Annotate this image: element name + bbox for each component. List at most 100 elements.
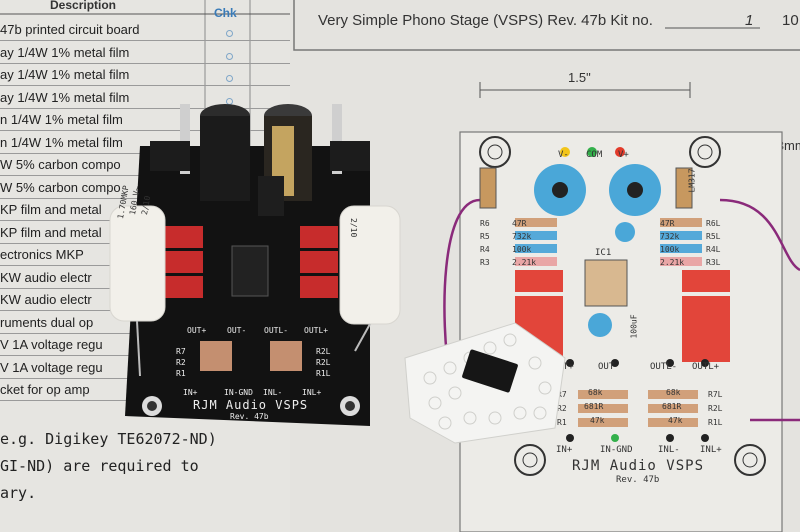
res-ref-right-0: R6L (706, 219, 721, 228)
pcb-res-1: R2 (176, 358, 186, 367)
drw-res-val-r1: 681R (662, 402, 682, 411)
pcb-out-2: OUTL- (264, 326, 289, 335)
res-ref-right-3: R3L (706, 258, 721, 267)
kit-total: 10 (782, 12, 799, 29)
drw-res-ref-l1: R2 (557, 404, 567, 413)
reg-label: LM317 (687, 168, 697, 193)
mount-hole-icon (479, 136, 511, 168)
drw-in-2: INL- (658, 445, 680, 455)
dimension-label: 1.5" (568, 70, 591, 85)
parts-row-text: ay 1/4W 1% metal film (0, 67, 130, 82)
led-green-icon (587, 147, 597, 157)
parts-row-divider (0, 40, 300, 41)
res-ref-left-1: R5 (480, 232, 490, 241)
parts-row-text: W 5% carbon compo (0, 179, 121, 195)
drw-res-ref-l0: R7 (557, 390, 567, 399)
parts-row-text: ay 1/4W 1% metal film (0, 89, 130, 105)
pcb-res-r2: R1L (316, 369, 331, 378)
res-ref-left-0: R6 (480, 219, 490, 228)
res-val-left-1: 732k (512, 232, 532, 241)
parts-row-divider (0, 62, 300, 64)
drw-res-ref-r2: R1L (708, 418, 723, 427)
res-ref-right-2: R4L (706, 245, 721, 254)
pcb-drawing (443, 131, 800, 532)
parts-note-text: GI-ND) are required to (0, 457, 199, 475)
drw-res-ref-r1: R2L (708, 404, 723, 413)
parts-note-text: e.g. Digikey TE62072-ND) (0, 430, 217, 448)
parts-row-text: ruments dual op (0, 314, 94, 330)
parts-row-text: KW audio electr (0, 292, 92, 307)
res-val-right-1: 732k (660, 232, 680, 241)
pcb-res-0: R7 (176, 347, 186, 356)
parts-row-text: V 1A voltage regu (0, 337, 103, 352)
pcb-in-1: IN-GND (224, 388, 253, 397)
res-val-right-2: 100k (660, 245, 680, 254)
parts-row-divider (0, 85, 300, 86)
led-red-icon (615, 147, 625, 157)
op-amp-chip (462, 349, 518, 393)
header-description: Description (50, 0, 117, 12)
drw-res-ref-l2: R1 (557, 418, 567, 427)
parts-row-text: KP film and metal (0, 224, 102, 240)
led-label-com: COM (586, 150, 603, 160)
res-ref-right-1: R5L (706, 232, 721, 241)
pcb-res-r1: R2L (316, 358, 331, 367)
res-ref-left-3: R3 (480, 258, 490, 267)
parts-row-text: n 1/4W 1% metal film (0, 112, 123, 127)
parts-row-divider (0, 130, 300, 131)
drawing-brand: RJM Audio VSPS (572, 458, 705, 474)
assembled-pcb (109, 104, 401, 426)
parts-row-text: 47b printed circuit board (0, 22, 140, 37)
led-yellow-icon (560, 147, 570, 157)
res-val-right-3: 2.21k (660, 258, 685, 267)
res-ref-left-2: R4 (480, 245, 490, 254)
header-chk: Chk (214, 6, 237, 20)
parts-row-text: KW audio electr (0, 269, 92, 285)
drw-res-ref-r0: R7L (708, 390, 723, 399)
drawing-title: Very Simple Phono Stage (VSPS) Rev. 47b … (318, 12, 653, 29)
drw-in-3: INL+ (700, 445, 722, 455)
chk-checkbox[interactable] (226, 30, 233, 37)
pcb-rev: Rev. 47b (230, 412, 269, 421)
chk-checkbox[interactable] (226, 52, 233, 60)
drawing-rev: Rev. 47b (616, 475, 660, 485)
pcb-brand: RJM Audio VSPS (193, 398, 309, 412)
pcb-out-1: OUT- (227, 326, 247, 335)
drw-in-0: IN+ (556, 445, 573, 455)
parts-row-text: V 1A voltage regu (0, 359, 103, 375)
parts-row-text: KP film and metal (0, 202, 102, 217)
pcb-res-2: R1 (176, 369, 186, 378)
pcb-in-0: IN+ (183, 388, 198, 397)
res-val-left-0: 47R (512, 219, 527, 228)
parts-row-text: n 1/4W 1% metal film (0, 134, 123, 150)
chk-checkbox[interactable] (226, 75, 233, 82)
pcb-out-0: OUT+ (187, 326, 207, 335)
res-val-left-3: 2.21k (512, 258, 537, 267)
drw-res-val-l0: 68k (588, 388, 603, 397)
led-label-vplus: V+ (618, 150, 629, 160)
drw-res-val-r2: 47k (668, 416, 683, 425)
bubble-wrap (404, 322, 566, 444)
drw-res-val-l2: 47k (590, 416, 605, 425)
drw-out-2: OUTL- (650, 362, 678, 372)
parts-row-text: W 5% carbon compo (0, 157, 121, 172)
drw-res-val-l1: 681R (584, 402, 604, 411)
parts-row-text: ay 1/4W 1% metal film (0, 44, 130, 60)
cap-100uf-label: 100uF (629, 314, 639, 339)
pcb-out-3: OUTL+ (304, 326, 329, 335)
led-label-vminus: V- (558, 150, 569, 160)
kit-number: 1 (745, 12, 754, 29)
pcb-in-2: INL- (263, 388, 283, 397)
mount-hole-icon (689, 136, 721, 168)
drw-res-val-r0: 68k (666, 388, 681, 397)
ic-label: IC1 (595, 248, 612, 258)
drw-in-1: IN-GND (600, 445, 633, 455)
pcb-res-r0: R2L (316, 347, 331, 356)
res-val-right-0: 47R (660, 219, 675, 228)
chk-checkbox[interactable] (226, 97, 233, 105)
drw-out-1: OUT (598, 362, 615, 372)
parts-row-divider (0, 107, 300, 109)
parts-row-text: ectronics MKP (0, 247, 84, 262)
film-cap-text-3: 2/10 (349, 218, 358, 238)
